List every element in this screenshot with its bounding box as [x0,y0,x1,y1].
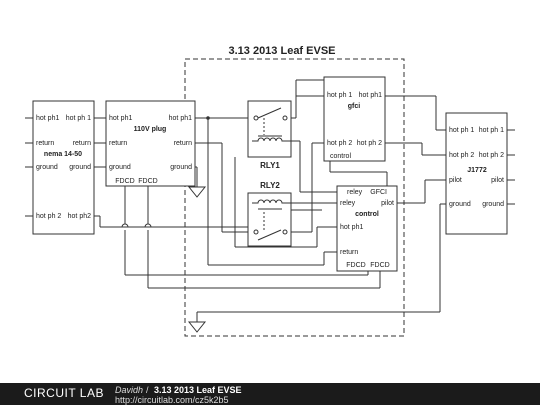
gfci-control: control [330,153,351,160]
nema-return-left: return [36,140,54,147]
logo-text: CIRCUIT LAB [24,386,104,400]
j1772-pilot-right: pilot [491,177,504,184]
plug-fdcd-1: FDCD [115,178,134,185]
circuitlab-logo[interactable]: CIRCUIT LAB [24,385,110,403]
control-name: control [355,211,379,218]
footer-url[interactable]: http://circuitlab.com/cz5k2b5 [115,395,229,405]
control-block: reley GFCI reley pilot control hot ph1 r… [336,185,398,272]
gfci-name: gfci [348,103,361,110]
plug-ground-left: ground [109,164,131,171]
nema-name: nema 14-50 [44,151,82,158]
nema-hot2-right: hot ph2 [68,213,91,220]
gfci-hot1-right: hot ph1 [359,92,382,99]
relay-1-label: RLY1 [260,161,280,170]
j1772-ground-left: ground [449,201,471,208]
plug-110v-block: hot ph1 hot ph1 110V plug return return … [105,100,196,187]
nema-hot1-left: hot ph1 [36,115,59,122]
control-pilot: pilot [381,200,394,207]
plug-fdcd-2: FDCD [138,178,157,185]
diagram-title: 3.13 2013 Leaf EVSE [228,45,335,57]
control-hot1: hot ph1 [340,224,363,231]
j1772-block: hot ph 1 hot ph 1 hot ph 2 hot ph 2 J177… [445,112,515,235]
nema-14-50-block: hot ph1 hot ph 1 return return nema 14-5… [25,100,95,235]
control-reley: reley [340,200,356,207]
plug-hot1-right: hot ph1 [169,115,192,122]
footer-author[interactable]: Davidh [115,385,144,395]
control-gfci: GFCI [370,189,387,196]
footer-title[interactable]: 3.13 2013 Leaf EVSE [154,385,242,395]
plug-return-left: return [109,140,127,147]
relay-1: RLY1 [247,100,292,170]
plug-name: 110V plug [134,126,167,133]
footer-separator: / [146,385,149,395]
nema-ground-left: ground [36,164,58,171]
control-fdcd-2: FDCD [370,262,389,269]
relay-2-label: RLY2 [260,181,280,190]
plug-ground-right: ground [170,164,192,171]
j1772-hot1-right: hot ph 1 [479,127,504,134]
schematic-canvas: 3.13 2013 Leaf EVSE [25,45,515,337]
footer-bar: CIRCUIT LAB Davidh / 3.13 2013 Leaf EVSE… [0,383,540,405]
plug-return-right: return [174,140,192,147]
nema-ground-right: ground [69,164,91,171]
j1772-name: J1772 [467,167,487,174]
plug-hot1-left: hot ph1 [109,115,132,122]
gfci-block: hot ph 1 hot ph1 gfci hot ph 2 hot ph 2 … [323,76,386,162]
control-return: return [340,249,358,256]
control-reley-top: reley [347,189,363,196]
j1772-hot2-left: hot ph 2 [449,152,474,159]
relay-2: RLY2 [247,181,292,247]
j1772-pilot-left: pilot [449,177,462,184]
j1772-hot1-left: hot ph 1 [449,127,474,134]
j1772-hot2-right: hot ph 2 [479,152,504,159]
gfci-hot2-right: hot ph 2 [357,140,382,147]
nema-return-right: return [73,140,91,147]
nema-hot2-left: hot ph 2 [36,213,61,220]
nema-hot1-right: hot ph 1 [66,115,91,122]
gfci-hot1-left: hot ph 1 [327,92,352,99]
gfci-hot2-left: hot ph 2 [327,140,352,147]
control-fdcd-1: FDCD [346,262,365,269]
j1772-ground-right: ground [482,201,504,208]
